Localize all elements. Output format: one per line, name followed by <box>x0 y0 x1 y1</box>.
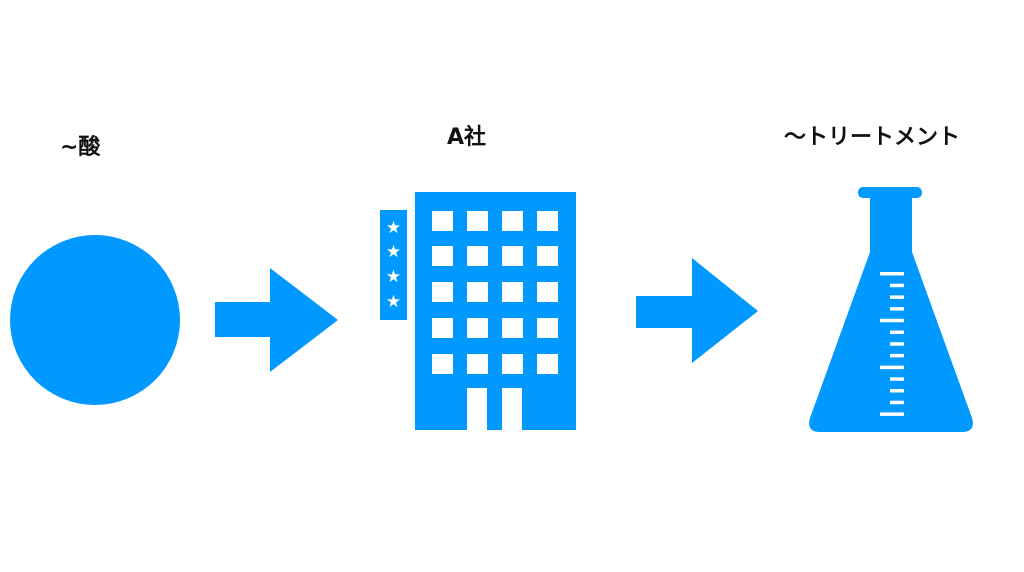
window <box>502 282 523 302</box>
measure-tick <box>890 353 904 358</box>
window <box>467 318 488 338</box>
measure-tick <box>890 295 904 299</box>
circle-icon <box>10 235 180 405</box>
window <box>502 318 523 338</box>
measure-tick <box>890 342 904 346</box>
door <box>467 388 487 430</box>
window <box>432 211 453 231</box>
window <box>537 246 558 266</box>
star-icon: ★ <box>386 292 401 312</box>
arrow-right-icon <box>215 268 338 372</box>
measure-tick <box>880 412 904 416</box>
star-icon: ★ <box>386 242 401 262</box>
arrow-right-icon <box>636 258 758 363</box>
window <box>537 318 558 338</box>
window <box>502 246 523 266</box>
window <box>432 354 453 374</box>
step-label-acid: ~酸 <box>60 135 101 160</box>
building-icon: ★ ★ ★ ★ <box>380 192 576 430</box>
measure-tick <box>880 365 904 370</box>
measure-tick <box>890 400 904 405</box>
window <box>432 282 453 302</box>
star-icon: ★ <box>386 218 401 238</box>
measure-tick <box>880 318 904 323</box>
window <box>467 211 488 231</box>
measure-tick <box>890 330 904 334</box>
measure-tick <box>890 283 904 288</box>
measure-tick <box>890 377 904 381</box>
window <box>502 211 523 231</box>
window <box>537 211 558 231</box>
measure-tick <box>880 272 904 276</box>
step-label-company: A社 <box>447 125 487 150</box>
window <box>537 354 558 374</box>
measure-tick <box>890 307 904 311</box>
star-icon: ★ <box>386 267 401 287</box>
door <box>502 388 522 430</box>
window <box>467 246 488 266</box>
flask-icon <box>809 187 973 432</box>
measure-tick <box>890 389 904 393</box>
window <box>537 282 558 302</box>
window <box>432 318 453 338</box>
window <box>467 282 488 302</box>
window <box>467 354 488 374</box>
window <box>502 354 523 374</box>
window <box>432 246 453 266</box>
step-label-treatment: 〜トリートメント <box>784 125 961 150</box>
